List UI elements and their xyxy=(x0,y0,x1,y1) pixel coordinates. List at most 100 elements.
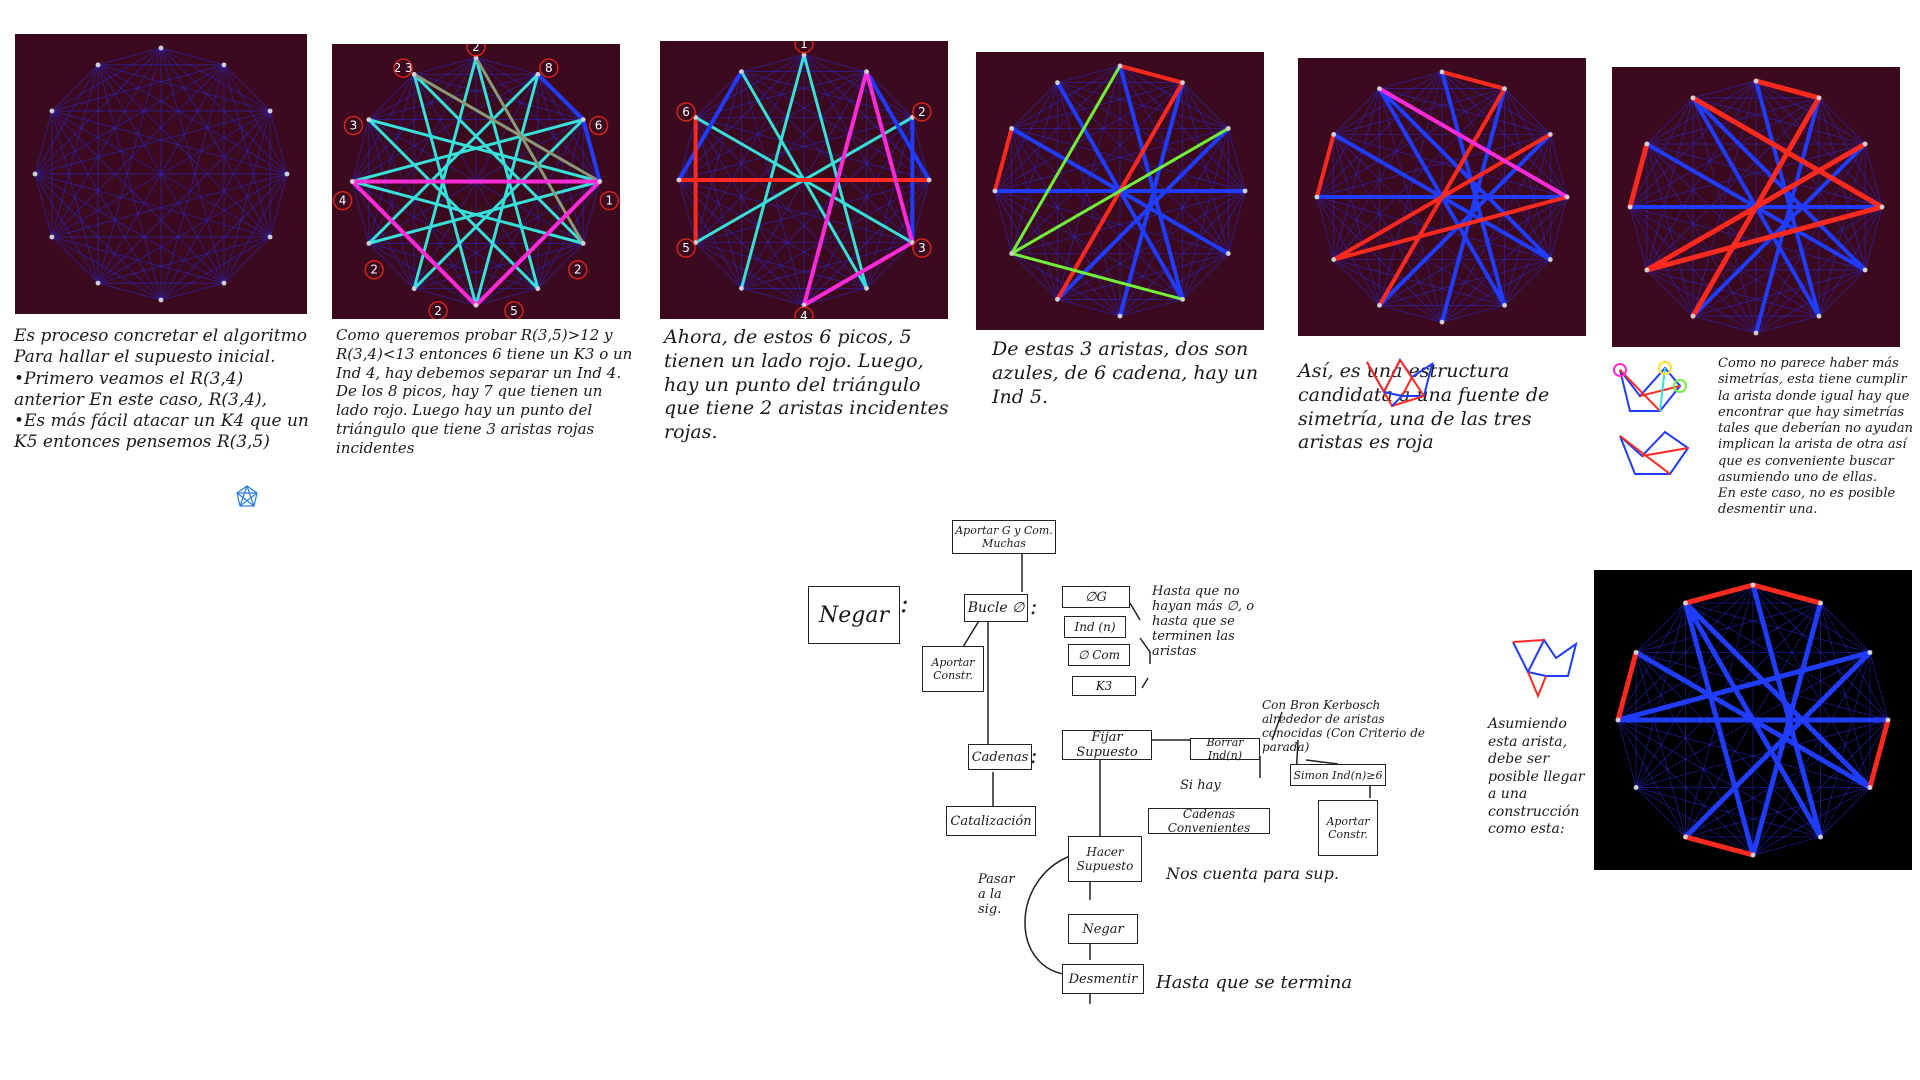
graph-vertex xyxy=(1377,302,1382,308)
graph-vertex xyxy=(864,69,869,75)
highlight-edge xyxy=(367,72,540,245)
graph-edges xyxy=(1314,69,1570,325)
vertex-number-label: 2 xyxy=(574,263,582,277)
graph-edge xyxy=(537,243,584,289)
graph-edge xyxy=(678,179,913,243)
graph-edge xyxy=(1635,602,1686,653)
graph-edge xyxy=(1692,80,1757,317)
graph-edge xyxy=(1635,719,1889,788)
highlight-edge xyxy=(367,118,602,183)
label-circle xyxy=(588,115,609,136)
graph-edge xyxy=(1379,305,1443,323)
highlight-edge xyxy=(1615,650,1639,723)
graph-edge xyxy=(1692,97,1866,145)
graph-edge xyxy=(1617,719,1686,838)
graph-vertex xyxy=(1633,785,1639,790)
highlight-edge xyxy=(1331,132,1553,262)
label-circle xyxy=(539,58,559,78)
label-circle xyxy=(676,102,696,122)
graph-vertex xyxy=(349,179,355,184)
graph-edge xyxy=(1011,128,1183,300)
graph-edge xyxy=(34,64,99,175)
graph-edge xyxy=(1504,88,1551,135)
highlight-edge xyxy=(367,180,602,245)
highlight-edge xyxy=(1118,63,1185,85)
graph-vertex xyxy=(1180,80,1185,86)
graph-edge xyxy=(1646,97,1820,271)
highlight-edge xyxy=(1683,600,1873,790)
highlight-edge xyxy=(1010,64,1122,256)
flow-borrar: Borrar Ind(n) xyxy=(1190,736,1260,762)
graph-edge xyxy=(414,288,477,306)
graph-vertex xyxy=(1879,204,1885,210)
highlight-edge xyxy=(535,72,586,122)
flow-negar-2: Negar xyxy=(1068,914,1138,944)
graph-edge xyxy=(1316,196,1334,260)
flow-bucle: Bucle ∅ xyxy=(964,594,1028,622)
graph-edge xyxy=(1635,787,1754,856)
flow-ind: Ind (n) xyxy=(1064,616,1126,638)
graph-edge xyxy=(97,64,271,238)
graph-vertex xyxy=(267,234,273,240)
highlight-edge xyxy=(1683,834,1756,858)
graph-edge xyxy=(1617,719,1821,838)
vertex-number-label: 4 xyxy=(339,194,347,208)
graph-edge xyxy=(1057,65,1121,300)
vertex-number-label: 4 xyxy=(800,309,808,319)
graph-vertex xyxy=(49,234,55,240)
note-7: Asumiendo esta arista, debe ser posible … xyxy=(1488,716,1589,837)
graph-vertex xyxy=(284,171,290,177)
graph-edge xyxy=(695,71,742,118)
highlight-edge xyxy=(412,72,585,245)
graph-edge xyxy=(1692,97,1757,334)
graph-vertex xyxy=(1055,80,1060,86)
graph-vertex xyxy=(739,285,744,291)
flow-pasar-note: Pasar a la sig. xyxy=(978,872,1015,917)
graph-vertex xyxy=(1644,267,1650,273)
graph-edge xyxy=(912,117,930,181)
graph-edge xyxy=(1646,97,1694,145)
graph-vertex xyxy=(1690,95,1696,101)
svg-text::: : xyxy=(900,589,909,619)
graph-vertex xyxy=(864,285,869,291)
graph-edge xyxy=(741,288,805,306)
graph-vertex xyxy=(411,286,417,292)
graph-edge xyxy=(1635,652,1889,721)
graph-vertex xyxy=(580,117,586,123)
flow-aportar-constr-2: Aportar Constr. xyxy=(1318,800,1378,856)
graph-vertex xyxy=(366,117,372,123)
graph-edge xyxy=(223,64,271,112)
graph-vertex xyxy=(366,240,372,246)
graph-edge xyxy=(97,64,225,284)
flow-cadenas: Cadenas xyxy=(968,744,1032,770)
graph-vertex xyxy=(1564,194,1570,200)
graph-edge xyxy=(1635,652,1754,856)
highlight-edge xyxy=(1627,141,1650,210)
vertex-number-label: 2 xyxy=(370,263,378,277)
graph-vertex xyxy=(221,280,227,286)
graph-edge xyxy=(695,242,805,306)
graph-vertex xyxy=(1331,132,1337,137)
flow-ocom: ∅ Com xyxy=(1068,644,1130,666)
label-circle xyxy=(343,115,364,136)
graph-edge xyxy=(803,54,867,72)
graph-panel-7 xyxy=(1594,570,1912,870)
graph-edge xyxy=(1057,65,1121,83)
highlight-edge xyxy=(1750,582,1823,606)
highlight-edge xyxy=(802,240,915,308)
highlight-edge xyxy=(1750,600,1823,858)
highlight-edge xyxy=(739,53,806,290)
highlight-edge xyxy=(802,69,869,308)
graph-edge xyxy=(1818,97,1866,145)
graph-edge xyxy=(97,282,162,301)
graph-edge xyxy=(1333,88,1380,135)
graph-edge xyxy=(1635,602,1686,788)
graph-vertex xyxy=(1862,267,1868,273)
graph-edge xyxy=(912,179,930,243)
graph-edge xyxy=(1011,82,1058,254)
graph-edge xyxy=(97,64,288,175)
vertex-number-label: 5 xyxy=(510,304,518,318)
highlight-edge xyxy=(1683,650,1873,840)
graph-vertex xyxy=(580,240,586,246)
graph-edge xyxy=(678,179,696,243)
